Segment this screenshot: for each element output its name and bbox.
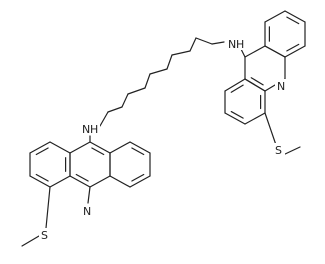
right-cs-bond — [264, 112, 277, 146]
left-center-ring-bond — [69, 141, 91, 154]
chain-bond — [189, 37, 197, 52]
left-right-ring-bond — [129, 141, 151, 154]
chain-bond — [144, 73, 151, 89]
right-bottom-ring-bond — [244, 112, 266, 125]
chain-bond — [195, 37, 213, 45]
bond-lines — [21, 10, 306, 247]
left-right-ring-bond — [109, 175, 131, 188]
left-right-ring-double-bond — [131, 173, 145, 182]
left-right-ring-bond — [129, 175, 151, 188]
atom-s-right: S — [273, 143, 285, 157]
atom-n-label: N — [82, 123, 90, 136]
left-sch3-bond — [21, 235, 40, 247]
atom-n-label: N — [277, 80, 285, 93]
right-center-ring-bond — [244, 45, 266, 58]
left-right-ring-bond — [109, 141, 131, 154]
atom-s-label: S — [41, 229, 48, 242]
right-sch3-bond — [282, 146, 301, 156]
right-bottom-ring-double-bond — [230, 84, 244, 93]
right-center-ring-double-bond — [250, 77, 264, 86]
atom-nh-right: N H — [226, 37, 246, 51]
atom-n-label: N — [83, 205, 91, 218]
left-right-ring-double-bond — [131, 147, 145, 156]
left-n-bond — [87, 186, 91, 204]
right-nh-bond — [240, 48, 246, 58]
atom-n-label: N — [228, 38, 236, 51]
right-center-ring-bond — [264, 45, 286, 58]
left-center-ring-double-bond — [75, 173, 89, 182]
chain-bond — [121, 93, 129, 108]
chain-bond — [211, 41, 225, 45]
atom-n-ring-right: N — [275, 79, 287, 93]
right-bottom-ring-bond — [224, 112, 246, 125]
left-center-ring-bond — [89, 175, 111, 188]
chain-bond — [127, 87, 146, 95]
left-left-ring-bond — [49, 141, 71, 154]
chain-bond — [171, 50, 191, 56]
atom-s-label: S — [275, 144, 282, 157]
left-left-ring-double-bond — [35, 147, 49, 156]
atom-h-label: H — [236, 38, 244, 51]
right-top-ring-double-bond — [286, 43, 300, 52]
chain-bond — [166, 54, 173, 70]
chain-bond — [149, 68, 168, 75]
right-bottom-ring-bond — [224, 78, 246, 92]
left-center-ring-double-bond — [91, 147, 105, 156]
left-left-ring-bond — [29, 141, 51, 154]
atom-nh-left: N H — [80, 122, 100, 136]
left-left-ring-bond — [29, 175, 51, 188]
left-left-ring-double-bond — [35, 173, 49, 182]
atom-n-ring-left: N — [81, 204, 93, 218]
chain-bond — [99, 111, 109, 127]
right-bottom-ring-bond — [244, 78, 266, 92]
atom-s-left: S — [39, 228, 51, 242]
left-center-ring-bond — [89, 141, 111, 154]
right-bottom-ring-double-bond — [230, 110, 244, 119]
right-top-ring-double-bond — [286, 16, 300, 25]
right-top-ring-bond — [264, 10, 286, 23]
chain-bond — [107, 106, 123, 113]
left-cs-bond — [45, 186, 51, 229]
left-center-ring-bond — [69, 175, 91, 188]
left-left-ring-bond — [49, 175, 71, 188]
atom-h-label: H — [90, 123, 98, 136]
right-top-ring-bond — [284, 10, 306, 23]
right-top-ring-bond — [284, 45, 306, 58]
